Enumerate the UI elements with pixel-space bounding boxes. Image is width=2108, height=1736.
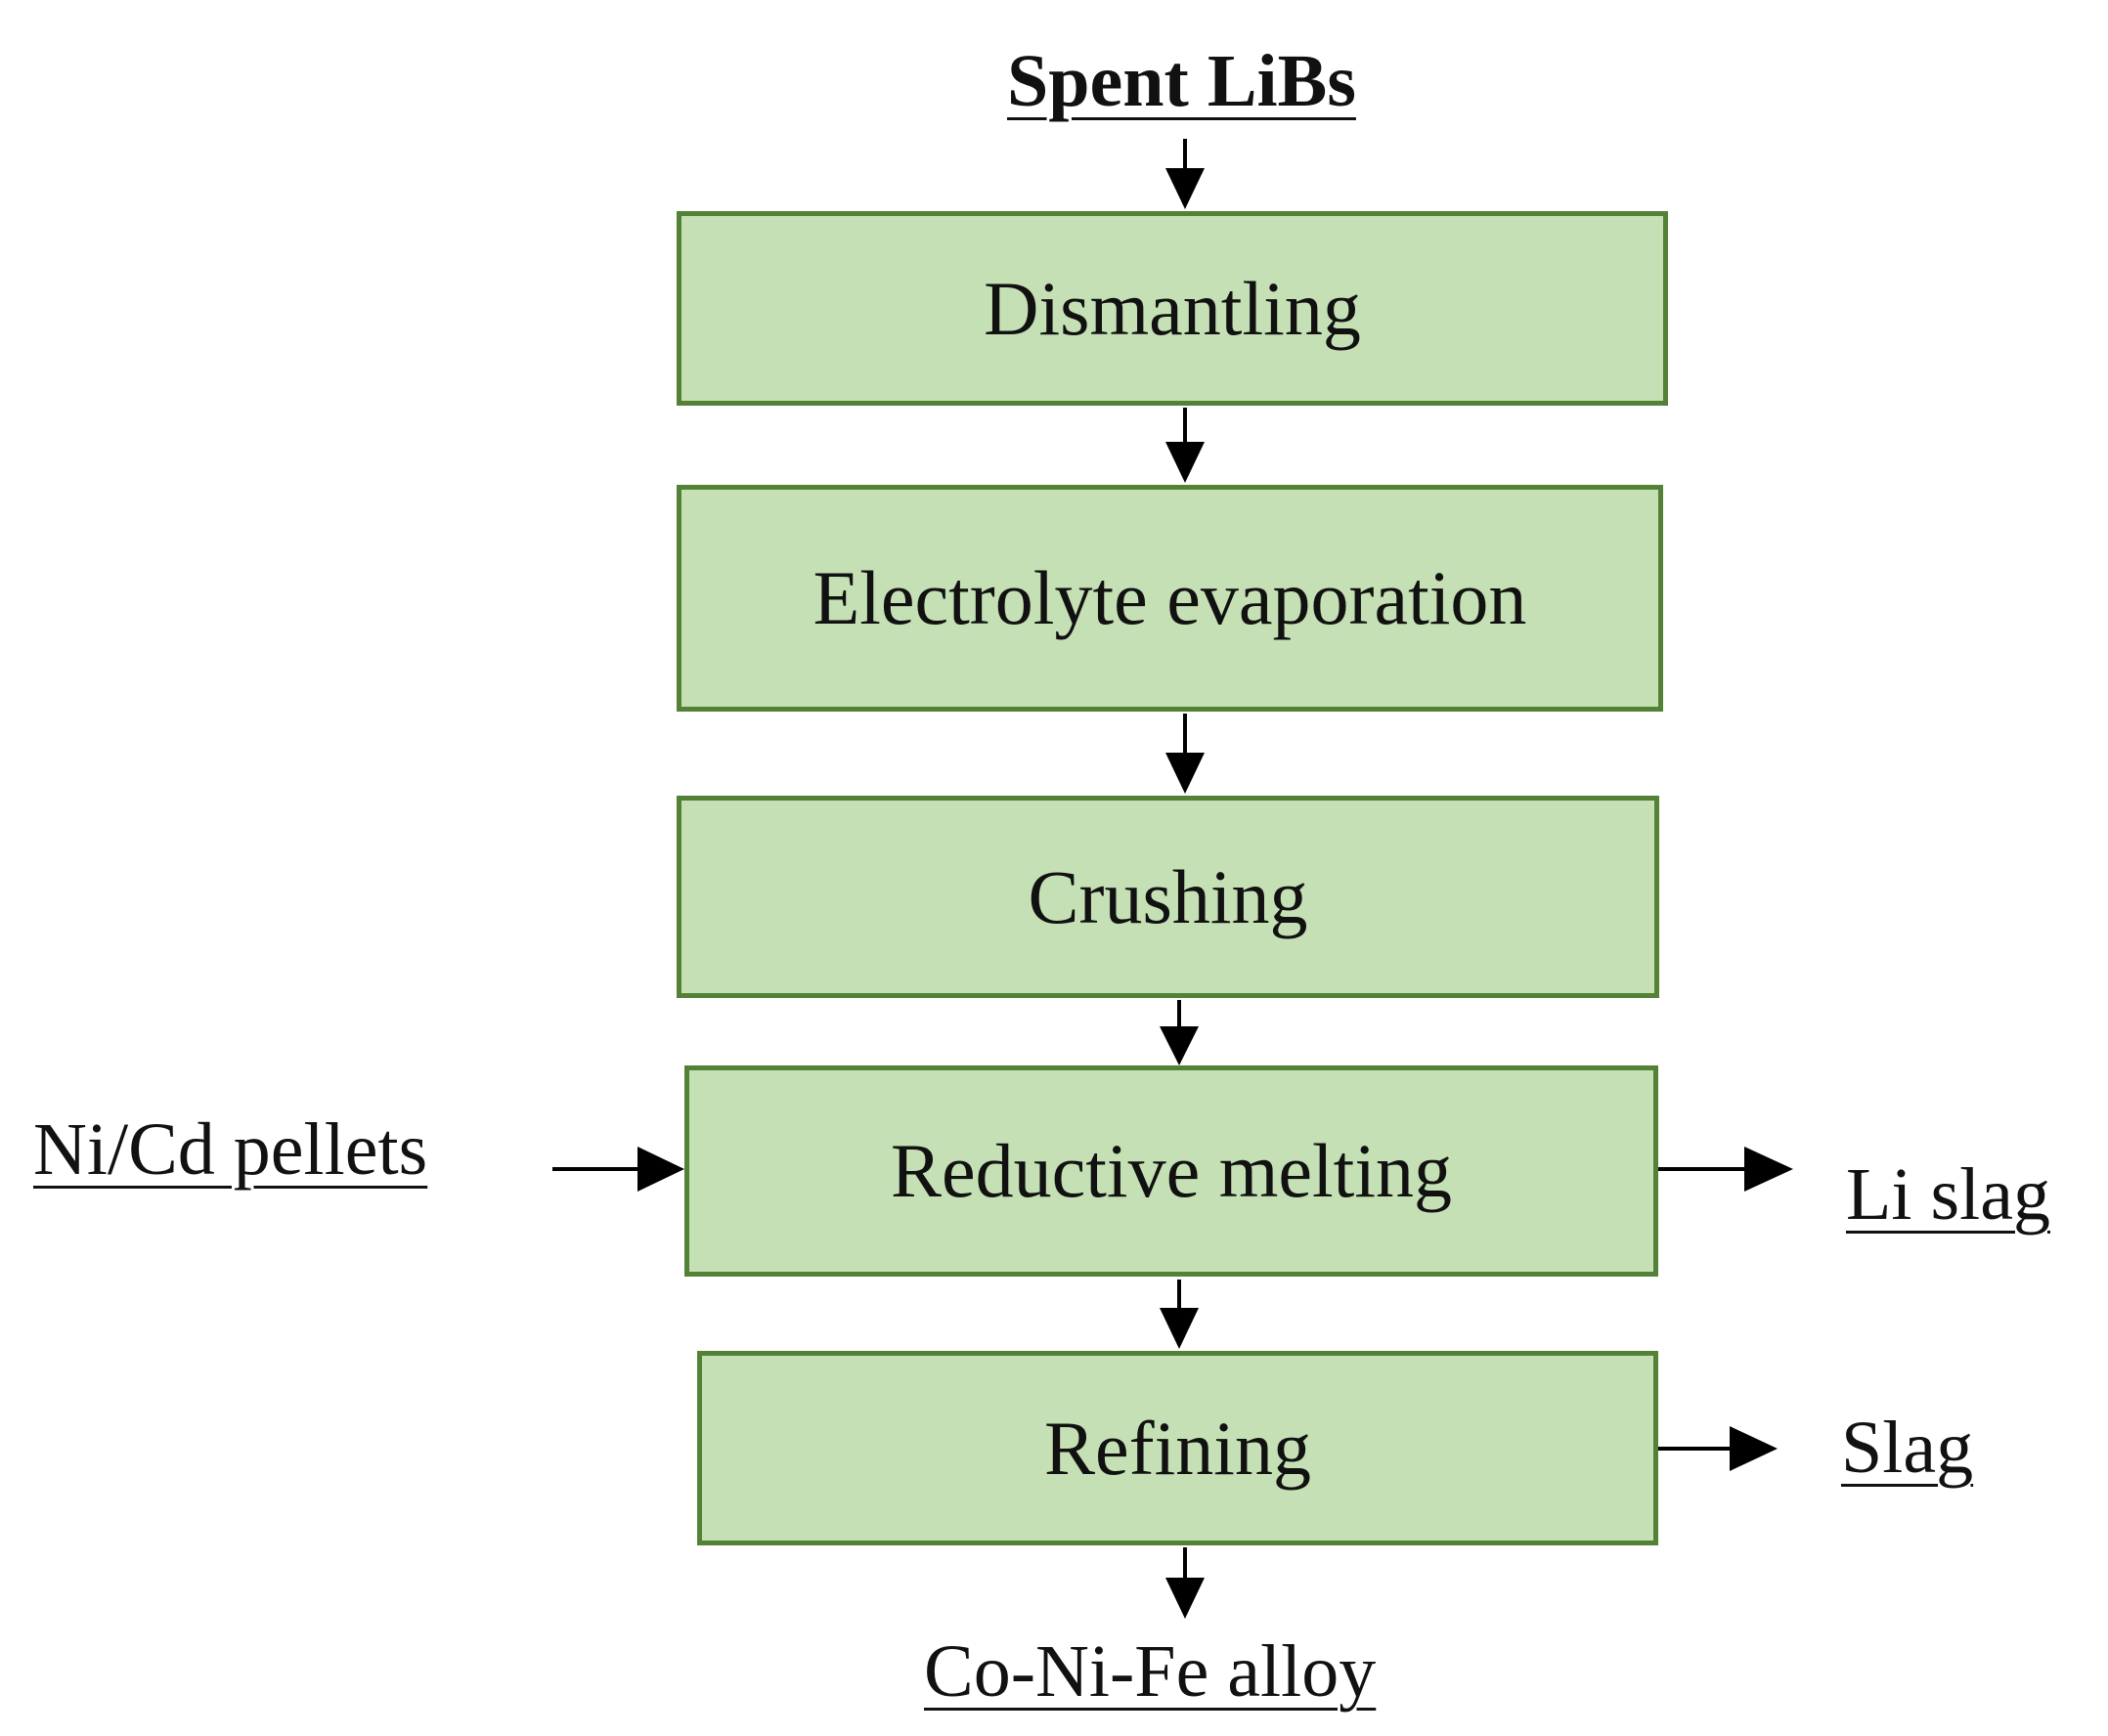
- arrow-crushing-to-melting: [1160, 1000, 1199, 1065]
- output-label: Co-Ni-Fe alloy: [924, 1630, 1377, 1713]
- arrow-refining-to-slag: [1658, 1426, 1778, 1471]
- step-electrolyte-evaporation: Electrolyte evaporation: [677, 485, 1663, 712]
- arrow-melting-to-refining: [1160, 1280, 1199, 1349]
- step-dismantling: Dismantling: [677, 211, 1668, 406]
- step-crushing: Crushing: [677, 796, 1659, 998]
- slag-label: Slag: [1841, 1407, 1974, 1489]
- arrow-refining-to-output: [1165, 1547, 1205, 1619]
- arrow-input-to-dismantling: [1165, 139, 1205, 209]
- step-refining: Refining: [697, 1351, 1658, 1545]
- arrow-evaporation-to-crushing: [1165, 714, 1205, 794]
- arrow-dismantling-to-evaporation: [1165, 408, 1205, 483]
- step-reductive-melting: Reductive melting: [684, 1065, 1658, 1277]
- input-label: Spent LiBs: [1007, 40, 1356, 122]
- li-slag-label: Li slag: [1846, 1153, 2050, 1236]
- arrow-melting-to-li-slag: [1658, 1147, 1793, 1192]
- side-input-label: Ni/Cd pellets: [33, 1108, 428, 1191]
- arrow-side-input-to-melting: [552, 1147, 684, 1192]
